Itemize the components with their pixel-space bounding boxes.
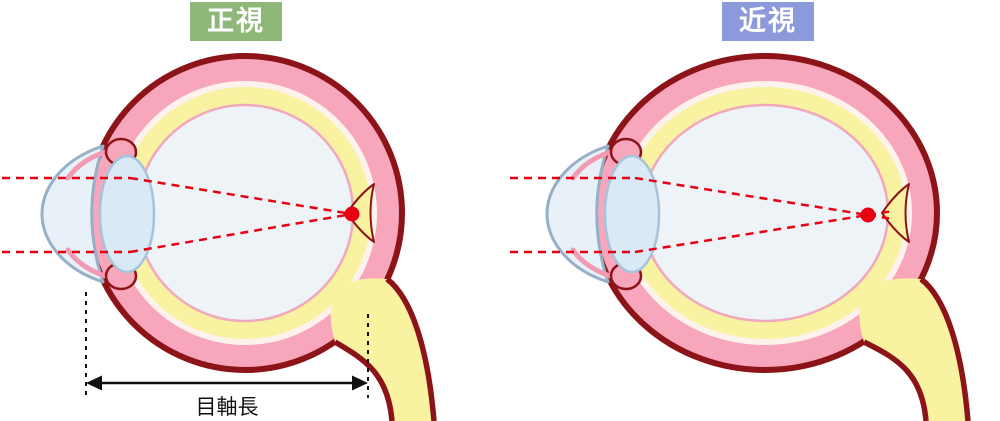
cornea-shape [545,144,610,284]
lower-converging-ray [129,212,353,254]
axial-length-label: 目軸長 [196,395,259,419]
optic-nerve-outline-lower [862,339,929,421]
axial-length-annotation: 目軸長 [85,292,369,419]
lower-converging-ray [634,213,869,254]
lens-shape [98,154,156,274]
emmetropia-eye-panel: 目軸長 [2,53,437,421]
optic-nerve [859,278,968,421]
myopia-eye [545,53,971,421]
lens-shape [603,154,661,274]
myopia-title: 近視 [722,2,814,41]
upper-converging-ray [634,176,869,217]
emmetropia-title: 正視 [190,2,282,41]
emmetropia-eye [40,53,437,421]
vitreous-body [640,103,890,323]
axial-arrowhead-left [86,375,102,391]
axial-arrowhead-right [352,375,368,391]
light-rays [2,176,353,254]
optic-disc [881,183,910,243]
myopia-eye-panel [510,53,971,421]
optic-nerve-outline-upper [919,276,971,421]
cornea-shape [40,144,105,284]
focal-point [860,207,876,223]
upper-converging-ray [129,176,353,216]
optic-disc [346,183,375,243]
optic-nerve-outline-upper [385,276,437,421]
vitreous-body [135,103,355,323]
optic-nerve [330,278,434,421]
focal-point [344,206,360,222]
optic-nerve-outline-lower [333,339,395,421]
